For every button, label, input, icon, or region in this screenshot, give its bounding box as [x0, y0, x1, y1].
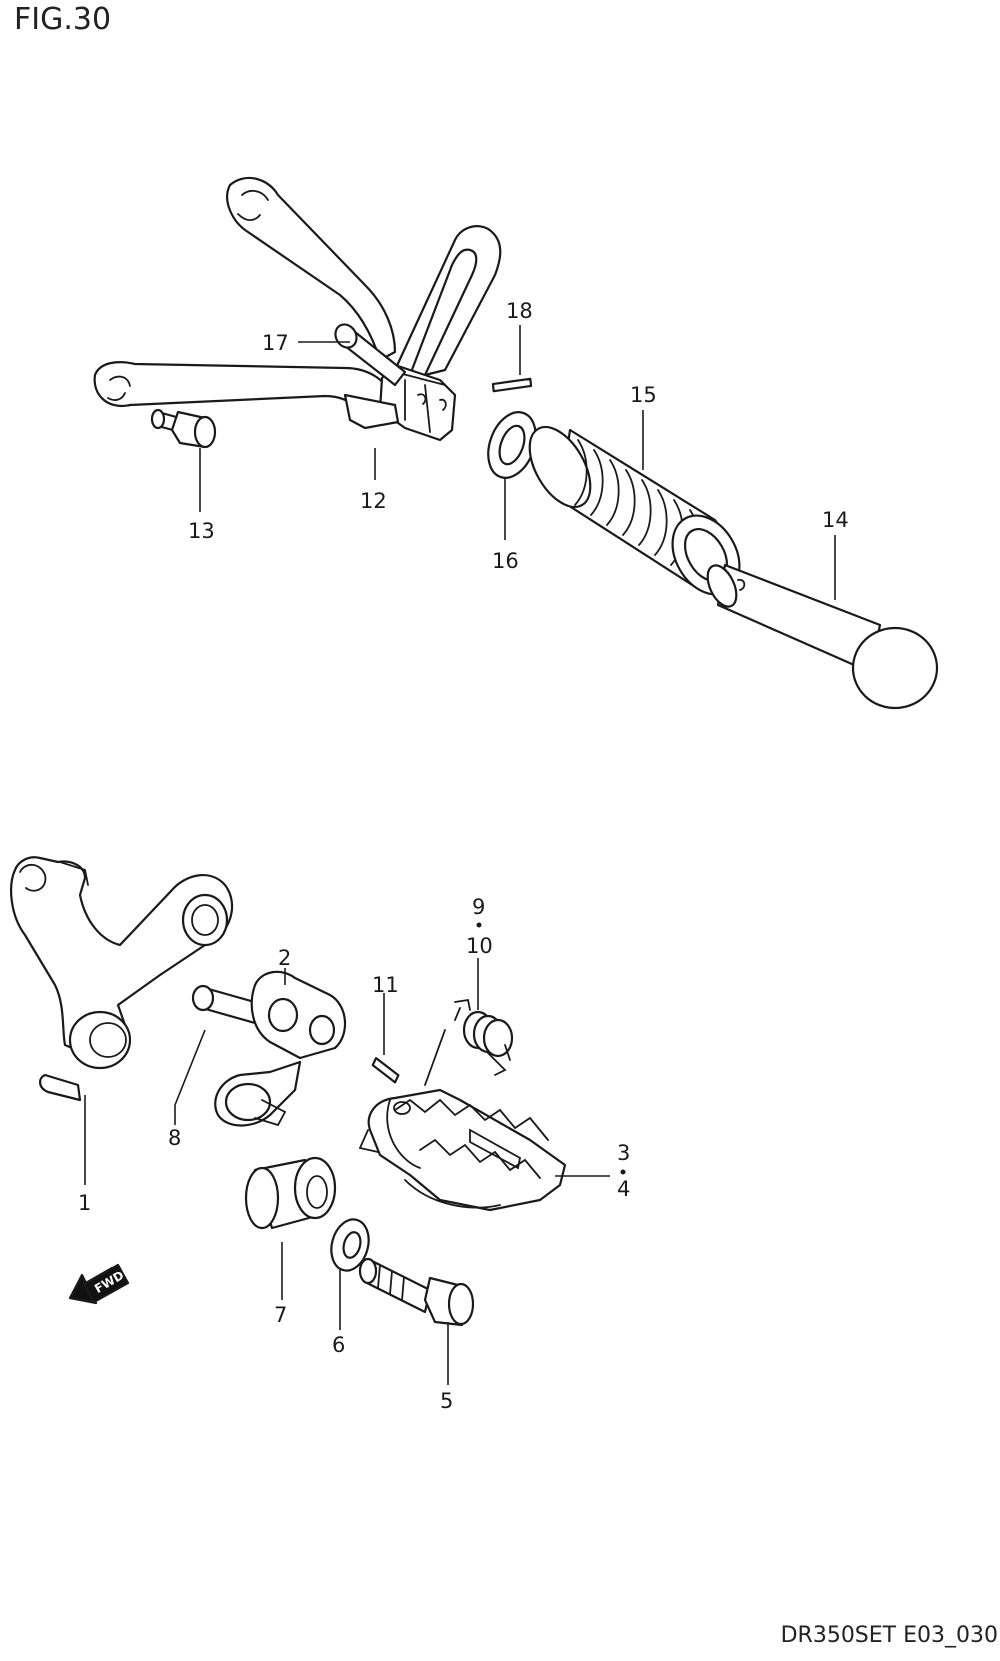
- part-11-cotter-pin: [371, 1056, 400, 1084]
- part-1-footrest-bracket: [10, 856, 234, 1102]
- label-15: 15: [630, 383, 657, 407]
- part-16-washer: [487, 411, 537, 479]
- label-17: 17: [262, 331, 289, 355]
- label-9: 9: [472, 895, 485, 919]
- label-7: 7: [274, 1303, 287, 1327]
- part-14-footrest-shaft: [706, 563, 939, 710]
- part-9-10-spring: [424, 998, 514, 1086]
- fwd-arrow-icon: FWD: [68, 1263, 130, 1305]
- part-18-cotter-pin: [491, 377, 533, 393]
- label-14: 14: [822, 508, 849, 532]
- part-8-pivot-pin: [191, 984, 267, 1027]
- label-12: 12: [360, 489, 387, 513]
- label-4: 4: [617, 1177, 630, 1201]
- label-13: 13: [188, 519, 215, 543]
- diagram-code: DR350SET E03_030: [780, 1623, 998, 1648]
- label-1: 1: [78, 1191, 91, 1215]
- label-3: 3: [617, 1141, 630, 1165]
- label-5: 5: [440, 1389, 453, 1413]
- leader-lines: [84, 325, 836, 1385]
- label-separator-dot: [476, 922, 482, 928]
- part-13-bolt: [150, 408, 217, 449]
- label-11: 11: [372, 973, 399, 997]
- label-8: 8: [168, 1126, 181, 1150]
- part-2-footrest-arm: [214, 970, 347, 1127]
- label-16: 16: [492, 549, 519, 573]
- part-12-rear-footrest-bracket: [93, 176, 502, 442]
- part-number-labels: 17 18 12 13 15 16 14 9 10 11 2 8 1 3 4 7…: [78, 299, 849, 1413]
- part-5-bolt: [358, 1257, 475, 1327]
- label-separator-dot-2: [620, 1169, 626, 1175]
- part-3-4-footrest: [358, 1088, 567, 1212]
- part-6-washer: [330, 1218, 370, 1272]
- label-18: 18: [506, 299, 533, 323]
- part-7-collar: [244, 1156, 337, 1230]
- figure-title: FIG.30: [14, 2, 112, 37]
- label-6: 6: [332, 1333, 345, 1357]
- label-2: 2: [278, 946, 291, 970]
- label-10: 10: [466, 934, 493, 958]
